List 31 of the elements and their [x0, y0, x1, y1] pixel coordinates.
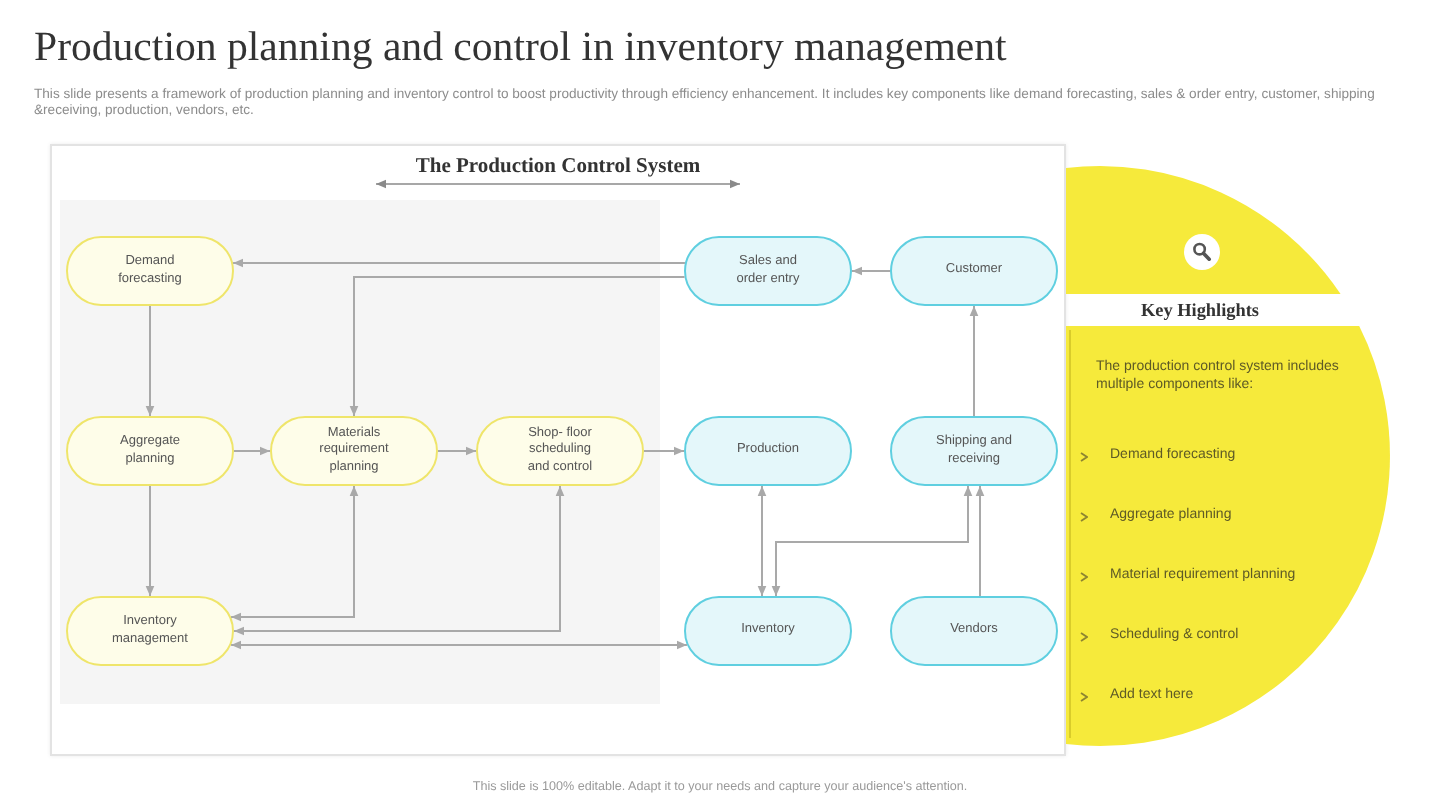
process-node: [890, 596, 1058, 666]
arrow: [145, 485, 155, 597]
process-node: [684, 236, 852, 306]
process-node: [270, 416, 438, 486]
arrow: [437, 446, 477, 456]
highlights-heading: Key Highlights: [1139, 298, 1261, 324]
arrow: [975, 485, 985, 597]
arrow: [771, 485, 973, 597]
arrow: [233, 446, 271, 456]
process-node: [684, 416, 852, 486]
highlights-circle: [1066, 168, 1392, 746]
arrow: [233, 485, 565, 636]
arrow: [232, 258, 686, 268]
process-node: [890, 416, 1058, 486]
arrow: [145, 305, 155, 417]
arrow: [230, 485, 359, 622]
arrow: [757, 485, 767, 597]
arrow: [851, 266, 891, 276]
process-node: [476, 416, 644, 486]
title: Production planning and control in inventory management: [34, 24, 1007, 72]
process-node: [890, 236, 1058, 306]
process-node: [684, 596, 852, 666]
diagram-panel: [50, 144, 1066, 756]
arrow: [230, 640, 688, 650]
arrow: [969, 305, 979, 417]
diagram-heading: The Production Control System: [413, 156, 703, 180]
arrow: [643, 446, 685, 456]
process-node: [66, 236, 234, 306]
arrow: [349, 276, 686, 417]
process-node: [66, 416, 234, 486]
process-node: [66, 596, 234, 666]
